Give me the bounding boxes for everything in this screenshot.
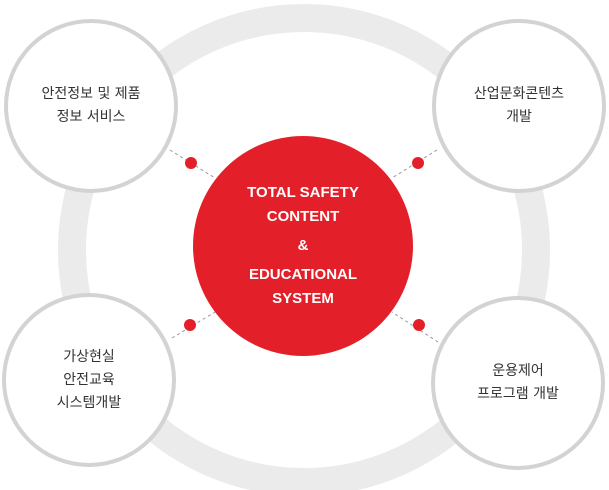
- node-label: 안전정보 및 제품: [41, 86, 141, 102]
- center-line: TOTAL SAFETY: [247, 184, 359, 201]
- node-label: 가상현실: [63, 348, 115, 365]
- node-label: 프로그램 개발: [477, 386, 559, 402]
- center-line: CONTENT: [266, 208, 340, 225]
- node-safety-info: 안전정보 및 제품 정보 서비스: [4, 19, 178, 193]
- outer-ring: [58, 4, 550, 490]
- center-circle: TOTAL SAFETY CONTENT & EDUCATIONAL SYSTE…: [193, 136, 413, 356]
- node-industrial-culture: 산업문화콘텐츠 개발: [432, 19, 606, 193]
- node-label: 운용제어: [492, 363, 544, 379]
- node-label: 산업문화콘텐츠: [473, 86, 565, 102]
- connector-dot: [185, 157, 197, 169]
- node-label: 개발: [506, 109, 532, 125]
- center-line: EDUCATIONAL: [248, 266, 358, 283]
- node-label: 시스템개발: [56, 394, 122, 411]
- center-ampersand: &: [297, 237, 309, 254]
- node-label: 안전교육: [63, 371, 115, 388]
- node-vr-education: 가상현실 안전교육 시스템개발: [2, 293, 176, 467]
- connector-dot: [413, 319, 425, 331]
- connector-dot: [412, 157, 424, 169]
- node-operation-control: 운용제어 프로그램 개발: [431, 296, 605, 470]
- node-label: 정보 서비스: [56, 109, 126, 125]
- center-line: SYSTEM: [272, 290, 334, 307]
- connector-dot: [184, 319, 196, 331]
